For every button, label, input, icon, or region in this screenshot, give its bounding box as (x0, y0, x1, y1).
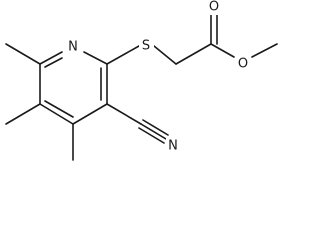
bond-n1-c6 (39, 51, 63, 65)
nitrogen-nitrile-label: N (168, 139, 178, 154)
atom-nitrogen-nitrile: N (166, 138, 180, 154)
bond-c3-c4 (72, 103, 108, 125)
bond-n1-c2 (83, 51, 108, 65)
atom-oxygen-carbonyl: O (207, 0, 221, 15)
bond-s-ch2 (153, 45, 177, 65)
bond-n1-c6-double (44, 57, 63, 68)
atom-oxygen-ester: O (236, 56, 250, 72)
sulfur-label: S (142, 39, 150, 54)
bond-nitrile-triple-3 (138, 127, 165, 144)
atom-sulfur: S (139, 38, 154, 54)
bond-c5-methyl (5, 103, 41, 125)
bond-c4-c5-double (44, 100, 74, 118)
bond-ch2-carbonyl (175, 43, 212, 65)
bond-c6-methyl (5, 43, 41, 65)
bond-c4-c5 (39, 103, 74, 125)
bond-oester-methyl (251, 43, 278, 58)
bond-c3-nitrile-carbon (106, 103, 142, 125)
bond-carbonyl-oester (210, 43, 235, 58)
structure-canvas: N S O O N (5, 0, 278, 161)
oxygen-ester-label: O (238, 57, 248, 72)
atom-nitrogen-ring: N (66, 39, 80, 55)
nitrogen-ring-label: N (68, 40, 78, 55)
bond-nitrile-triple-2 (142, 119, 169, 136)
molecule-structure: N S O O N (5, 0, 278, 161)
bond-nitrile-triple-1 (140, 123, 167, 140)
bond-c2-s (106, 45, 140, 65)
oxygen-carbonyl-label: O (209, 0, 219, 15)
